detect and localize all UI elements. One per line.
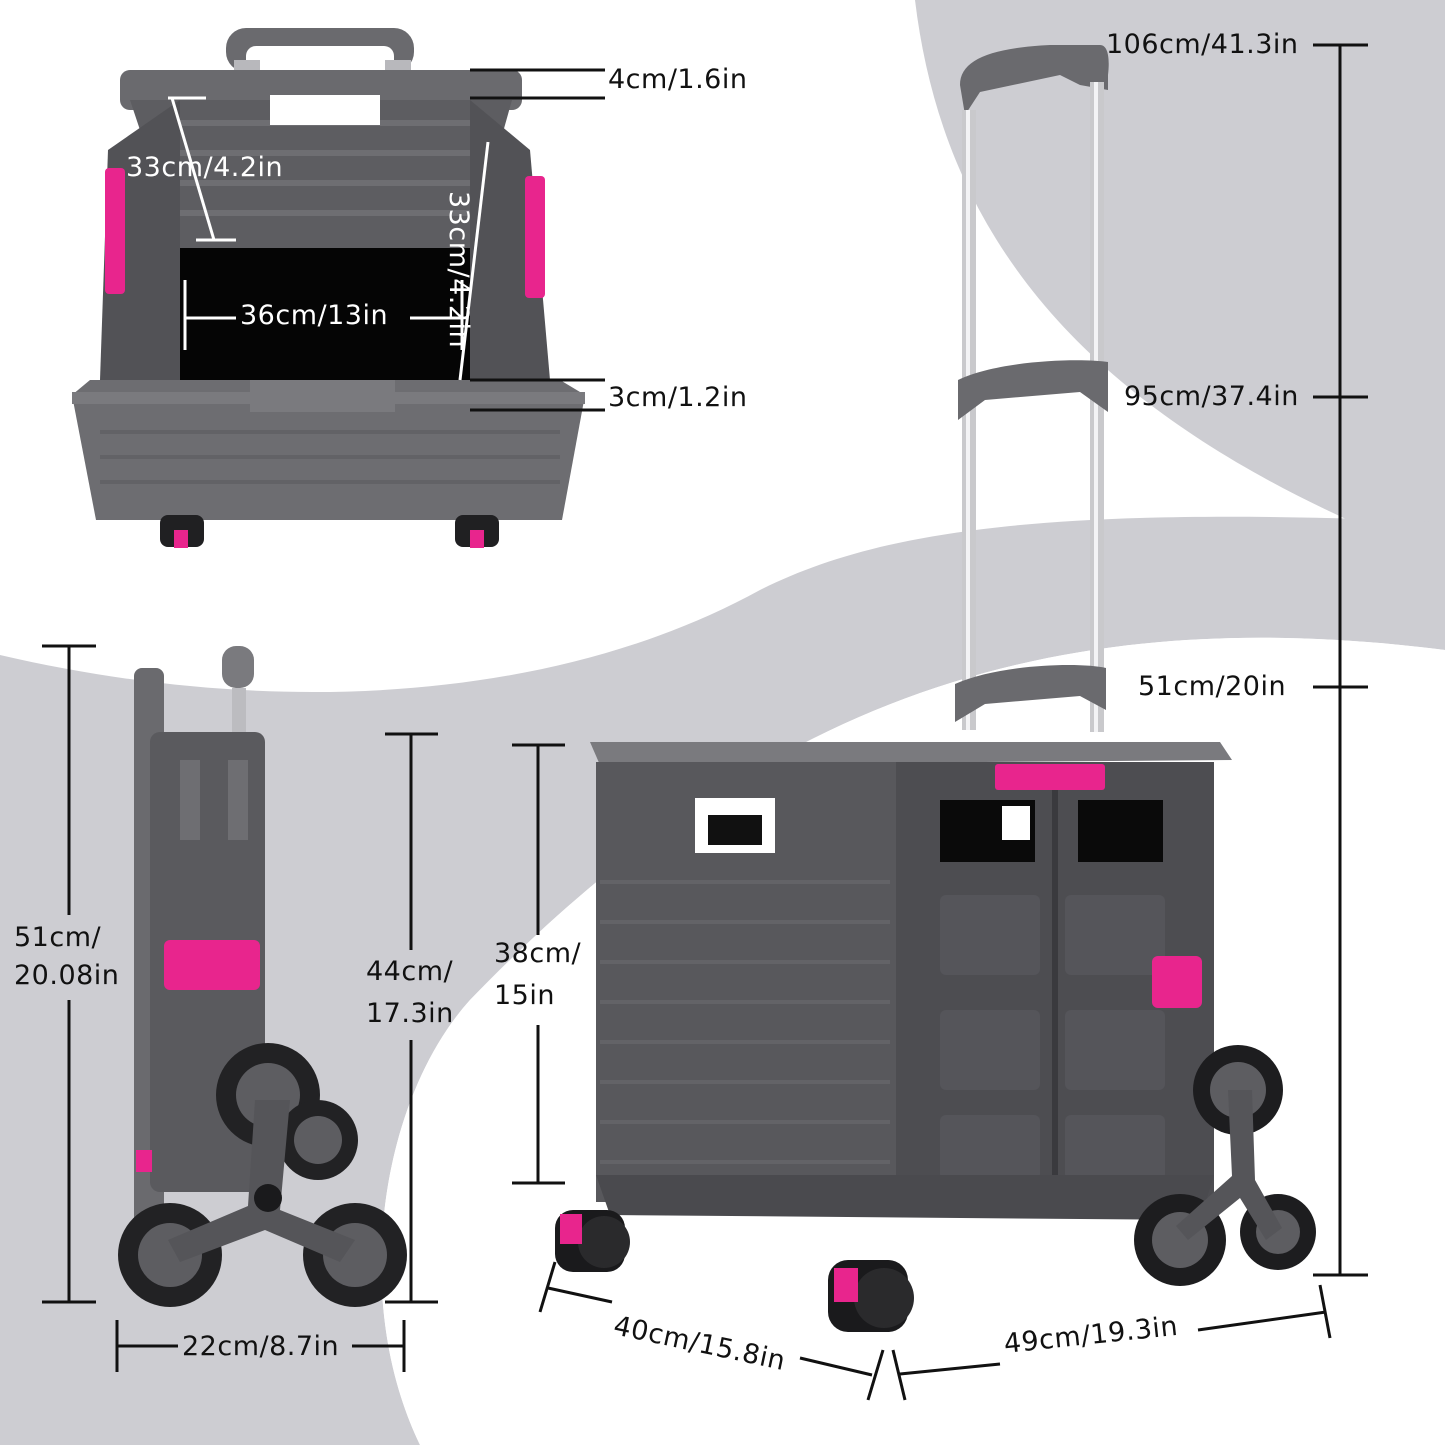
base-height-label: 3cm/1.2in [608, 382, 748, 413]
handle-low-height-label: 51cm/20in [1138, 671, 1287, 702]
folded-depth-label: 22cm/8.7in [182, 1331, 340, 1362]
folded-total-height-line1: 51cm/ [14, 922, 102, 953]
handle-mid-height-label: 95cm/37.4in [1124, 381, 1299, 412]
box-height-line1: 38cm/ [494, 938, 582, 969]
side-view-dimension-lines [42, 644, 438, 1372]
folded-body-height-line1: 44cm/ [366, 956, 454, 987]
front-view-dimension-lines [512, 43, 1368, 1401]
depth-right-label: 33cm/4.2in [443, 190, 475, 349]
handle-top-height-label: 106cm/41.3in [1106, 29, 1299, 60]
folded-cart-side-view [118, 646, 407, 1307]
folded-total-height-line2: 20.08in [14, 960, 120, 991]
rim-height-label: 4cm/1.6in [608, 64, 748, 95]
box-height-line2: 15in [494, 980, 555, 1011]
open-box-top-view [72, 28, 585, 548]
folded-body-height-line2: 17.3in [366, 998, 454, 1029]
depth-left-label: 33cm/4.2in [126, 152, 284, 183]
extended-cart-front-view [555, 45, 1316, 1332]
inner-width-label: 36cm/13in [240, 300, 389, 331]
swoosh-top-right [915, 0, 1445, 560]
